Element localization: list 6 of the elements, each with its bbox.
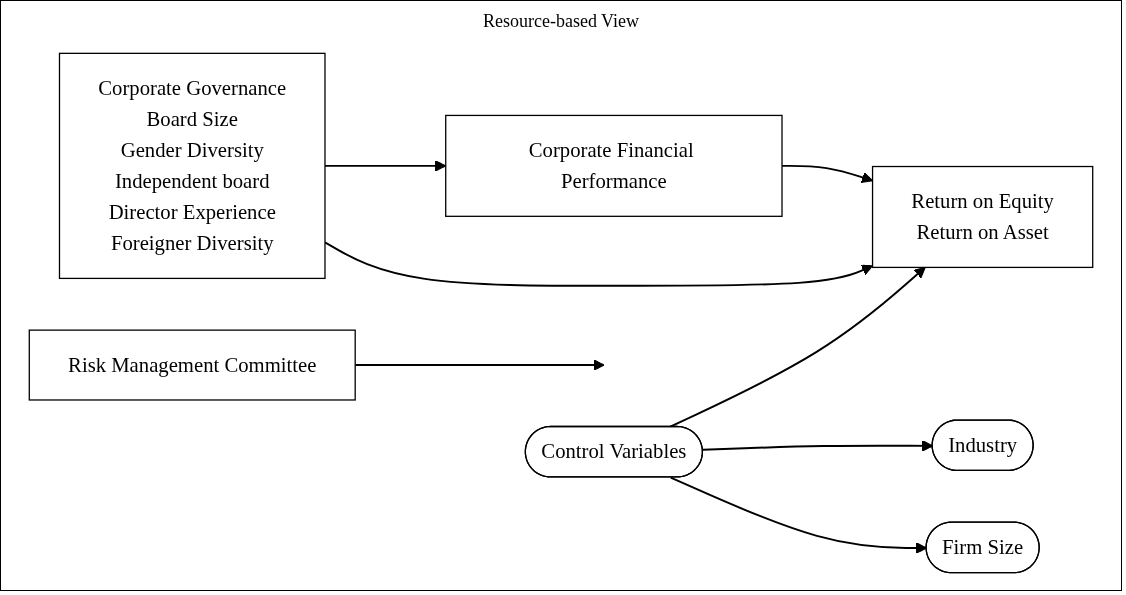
arrow xyxy=(324,241,874,287)
node-box: Return on Equity Return on Asset xyxy=(871,165,1094,269)
node-box: Corporate Governance Board Size Gender Diversity Independent board Director Experience Foreigner Diversity xyxy=(58,52,326,280)
node-box: Risk Management Committee xyxy=(28,329,356,401)
node-box: Corporate Financial Performance xyxy=(445,114,783,217)
diagram-title: Resource-based View xyxy=(482,11,639,32)
